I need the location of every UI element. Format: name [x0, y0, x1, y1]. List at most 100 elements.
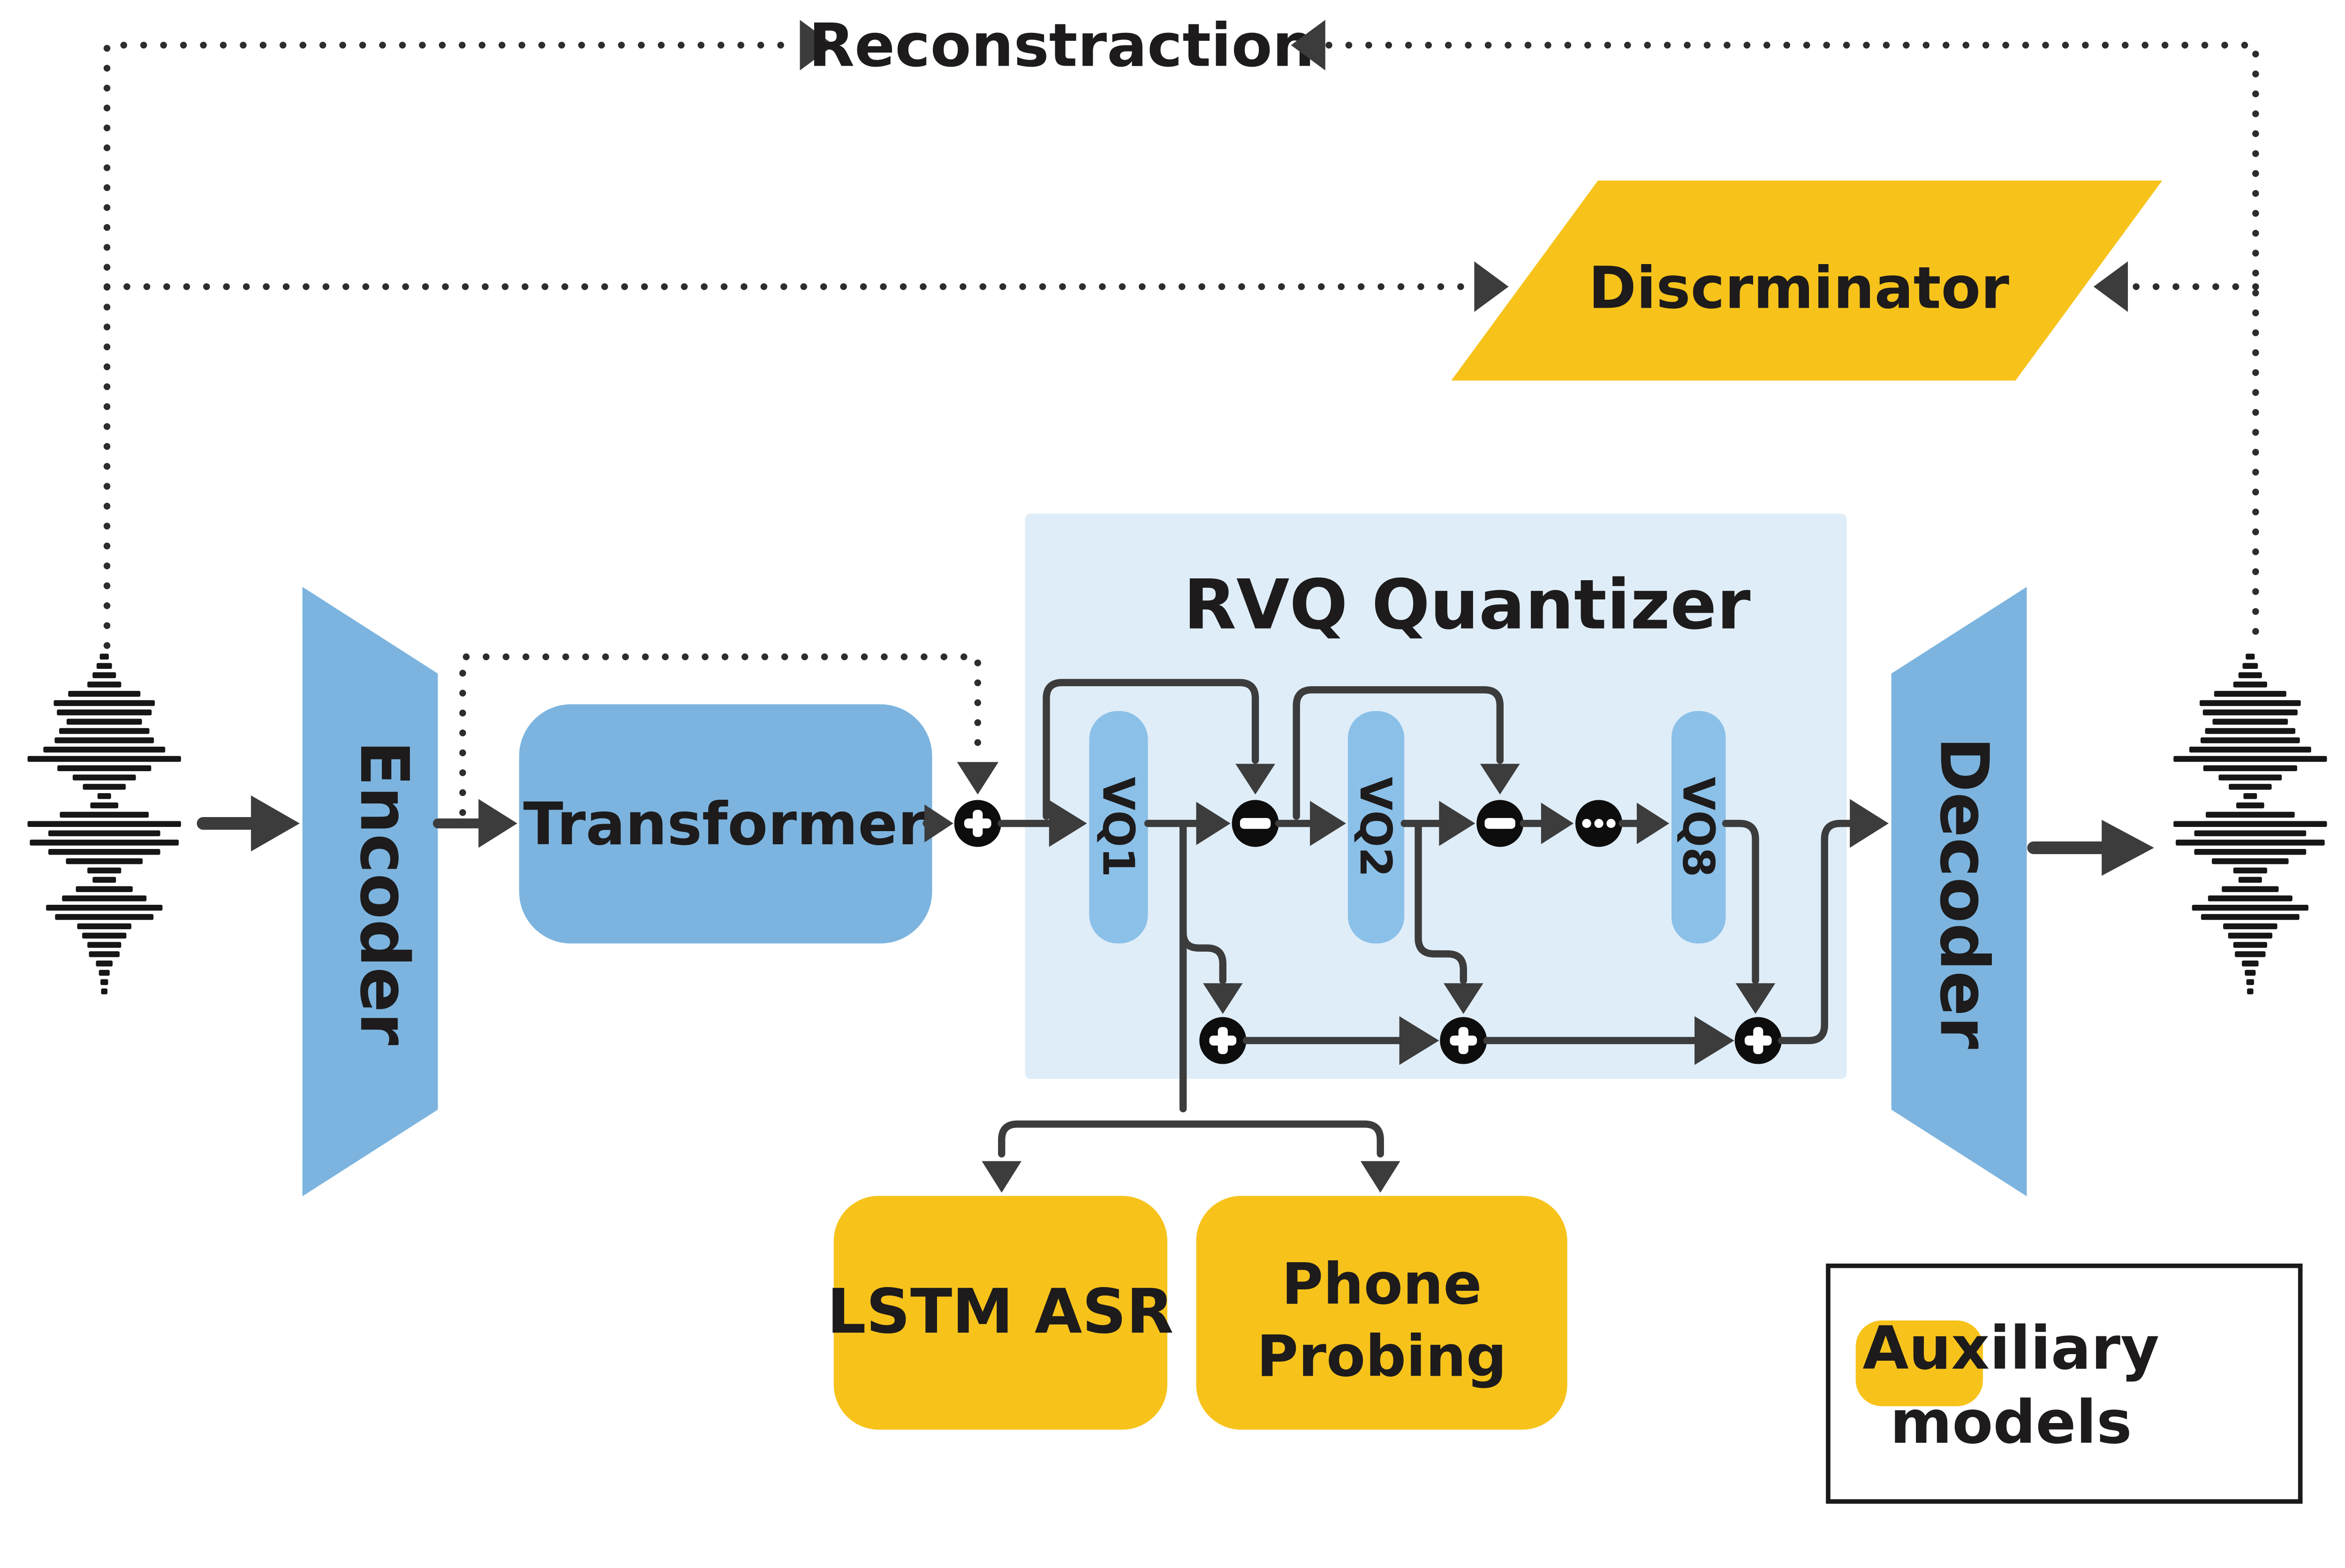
rvq-quantizer-panel: [1025, 514, 1847, 1079]
arrowhead-tap-into-adder2: [1443, 983, 1483, 1014]
waveform-bar: [2173, 756, 2327, 762]
arrowhead-into-vq8: [1636, 803, 1670, 844]
legend-swatch-auxiliary: [1855, 1320, 1983, 1407]
waveform-bar: [46, 904, 163, 911]
waveform-bar: [2203, 765, 2297, 772]
arrow-encoder-to-transformer-head: [478, 799, 517, 848]
waveform-bar: [87, 867, 121, 874]
dotted-skip-encoder-to-adder: [459, 653, 981, 816]
waveform-bar: [60, 811, 149, 818]
lstm-asr-label: LSTM ASR: [827, 1276, 1173, 1347]
waveform-bar: [87, 942, 121, 948]
residual-bypass-2: [1293, 686, 1504, 820]
residual-bypass-1: [1043, 679, 1259, 820]
ellipsis-dot-3: [1606, 818, 1616, 828]
waveform-bar: [62, 895, 147, 901]
phone-probing-label-line1: Phone: [1282, 1251, 1482, 1318]
rvq-output-path: [1778, 819, 1853, 1045]
vq2-label: VQ2: [1350, 777, 1401, 877]
waveform-bar: [53, 700, 155, 706]
arrowhead-into-subtractor1: [1196, 802, 1231, 845]
arrowhead-into-vq2: [1310, 801, 1346, 846]
waveform-bar: [96, 960, 113, 967]
waveform-bar: [27, 821, 181, 827]
transformer-box: [519, 704, 932, 944]
dotted-line-left-to-reconstruction: [103, 42, 798, 649]
codec-architecture-diagram: Reconstraction Discrminator Encoder Tran…: [27, 10, 2327, 1504]
waveform-bar: [2176, 840, 2325, 846]
waveform-bar: [2233, 682, 2267, 688]
vq1-tap-branch-to-adder1: [1179, 928, 1227, 985]
waveform-bar: [2229, 784, 2272, 790]
rvq-quantizer-title: RVQ Quantizer: [1183, 565, 1750, 645]
waveform-bar: [66, 858, 143, 864]
arrowhead-into-reconstruction-right: [1291, 20, 1325, 71]
waveform-bar: [2202, 709, 2298, 716]
waveform-bar: [2206, 811, 2295, 818]
arrowhead-into-discriminator-right: [2093, 261, 2128, 312]
adder-node-2-plus-icon-v: [1458, 1027, 1468, 1054]
vq1-label: VQ1: [1093, 777, 1144, 877]
waveform-bar: [2243, 793, 2257, 799]
waveform-bar: [2233, 867, 2267, 874]
vq8-box: [1672, 711, 1726, 944]
waveform-bar: [48, 849, 160, 855]
waveform-bar: [76, 886, 133, 892]
arrowhead-into-phone-probing: [1360, 1161, 1400, 1193]
discriminator-parallelogram: [1451, 180, 2163, 381]
adder-node-1-plus-icon-v: [1218, 1027, 1228, 1054]
waveform-bar: [2192, 904, 2309, 911]
adder-node-3-plus-icon-v: [1753, 1027, 1763, 1054]
arrowhead-skip-into-adder: [957, 762, 999, 795]
decoder-trapezoid: [1891, 587, 2027, 1197]
waveform-bar: [98, 970, 110, 976]
waveform-bar: [2236, 802, 2264, 809]
waveform-bar: [2233, 942, 2267, 948]
waveform-bar: [2218, 774, 2282, 780]
arrowhead-into-vq1: [1049, 800, 1087, 847]
waveform-bar: [2194, 849, 2307, 855]
reconstruction-label: Reconstraction: [809, 11, 1315, 80]
arrowhead-into-subtractor2: [1439, 801, 1475, 846]
waveform-bar: [27, 756, 181, 762]
waveform-bar: [90, 802, 119, 809]
arrowhead-into-adder3-left: [1694, 1016, 1734, 1065]
decoder-label: Decoder: [1925, 737, 2003, 1049]
transformer-label: Transformer: [523, 790, 927, 858]
waveform-bar: [2238, 672, 2262, 678]
arrowhead-into-adder3: [1735, 983, 1776, 1014]
arrowhead-bypass2-into-subtractor2: [1480, 764, 1520, 795]
waveform-bar: [89, 951, 120, 957]
encoder-label: Encoder: [345, 741, 423, 1045]
waveform-bar: [2223, 923, 2277, 930]
arrow-transformer-to-adder-head: [924, 804, 953, 842]
waveform-bar: [92, 672, 116, 678]
waveform-bar: [2173, 821, 2327, 827]
waveform-bar: [87, 682, 121, 688]
waveform-bar: [2212, 719, 2288, 725]
arrowhead-bypass1-into-subtractor1: [1235, 764, 1275, 795]
waveform-bar: [2245, 970, 2256, 976]
waveform-bar: [72, 774, 136, 780]
waveform-bar: [57, 709, 152, 716]
diagram-canvas: Reconstraction Discrminator Encoder Tran…: [27, 10, 2327, 1504]
vq2-output-tap-down: [1415, 819, 1468, 985]
waveform-bar: [30, 840, 179, 846]
waveform-bar: [92, 877, 116, 883]
waveform-bar: [2242, 663, 2258, 669]
discriminator-label: Discrminator: [1589, 255, 2010, 322]
waveform-bar: [2235, 951, 2266, 957]
waveform-bar: [55, 914, 154, 920]
waveform-bar: [2189, 746, 2311, 753]
arrowhead-into-decoder: [1850, 799, 1889, 848]
waveform-bar: [97, 793, 111, 799]
waveform-bar: [2201, 914, 2300, 920]
auxiliary-split-tee: [998, 1120, 1384, 1158]
output-waveform-icon: [2173, 653, 2327, 994]
waveform-bar: [100, 979, 108, 985]
input-waveform-icon: [27, 653, 181, 994]
arrow-waveform-to-encoder-head: [251, 795, 300, 852]
waveform-bar: [2238, 877, 2262, 883]
waveform-bar: [2228, 932, 2273, 939]
waveform-bar: [2212, 858, 2289, 864]
